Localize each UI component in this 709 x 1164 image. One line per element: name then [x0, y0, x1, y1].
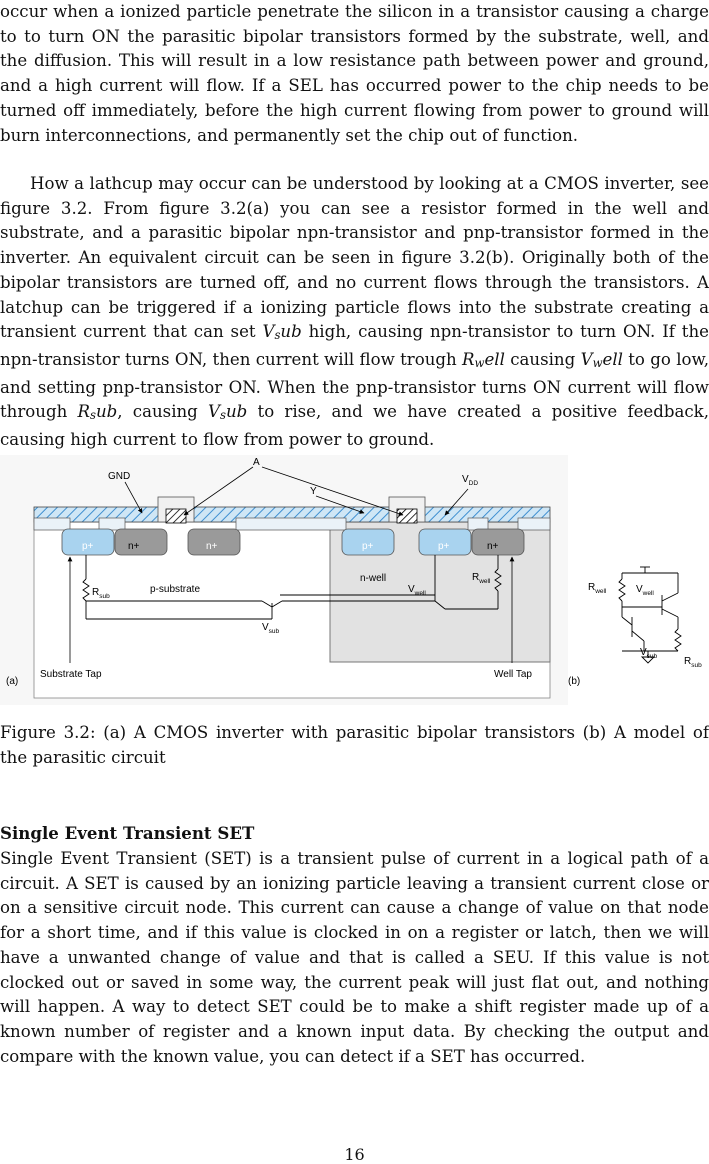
label-well-tap: Well Tap — [494, 669, 532, 680]
label-rsub: Rsub — [92, 587, 110, 600]
var-vwell: Vwell — [580, 349, 623, 370]
diffusion-n-plus — [187, 528, 241, 556]
vdd-pointer — [444, 488, 469, 516]
gnd-pointer — [124, 481, 143, 514]
paragraph-set: Single Event Transient (SET) is a transi… — [0, 849, 709, 1066]
label-b-vsub: Vsub — [640, 647, 658, 660]
parasitic-circuit-b — [618, 566, 682, 664]
label-substrate-tap: Substrate Tap — [40, 669, 102, 680]
var-rsub: Rsub — [77, 402, 118, 423]
label-gnd: GND — [108, 471, 130, 482]
label-b-rsub: Rsub — [684, 656, 702, 669]
label-rwell: Rwell — [472, 572, 491, 585]
a-pointer-left — [183, 466, 254, 516]
paragraph-latchup-intro: occur when a ionized particle penetrate … — [0, 2, 709, 145]
label-b-vwell: Vwell — [636, 584, 654, 597]
text-span: causing — [504, 349, 581, 369]
label-vwell: Vwell — [408, 584, 426, 597]
label-p-substrate: p-substrate — [150, 584, 200, 595]
field-oxide — [33, 517, 71, 531]
text-span: How a lathcup may occur can be understoo… — [0, 174, 709, 342]
field-oxide — [517, 517, 551, 531]
parasitic-circuit-a — [82, 555, 502, 620]
label-b-rwell: Rwell — [588, 582, 607, 595]
var-vsub: Vsub — [208, 402, 248, 423]
field-oxide — [98, 517, 126, 531]
gate-poly-nmos — [165, 508, 187, 524]
var-rwell: Rwell — [462, 349, 505, 370]
var-vsub: Vsub — [262, 322, 302, 343]
label-n-plus: n+ — [128, 541, 140, 552]
field-oxide — [467, 517, 489, 531]
text-span: , causing — [117, 402, 209, 422]
label-n-plus: n+ — [487, 541, 499, 552]
cmos-inverter-figure: p+ n+ n+ p+ p+ n+ GND A Y VDD Rsub p-sub… — [0, 455, 702, 705]
label-a: A — [253, 457, 260, 468]
diffusion-p-plus-sub — [61, 528, 115, 556]
label-panel-a: (a) — [6, 676, 18, 687]
label-p-plus: p+ — [82, 541, 94, 552]
diffusion-p-plus — [418, 528, 472, 556]
paragraph-cmos-latchup: How a lathcup may occur can be understoo… — [0, 172, 709, 453]
y-pointer — [315, 495, 365, 514]
label-panel-b: (b) — [568, 676, 580, 687]
section-title: Single Event Transient SET — [0, 823, 255, 843]
figure-caption: Figure 3.2: (a) A CMOS inverter with par… — [0, 723, 709, 767]
label-n-plus: n+ — [206, 541, 218, 552]
page-number: 16 — [344, 1145, 365, 1164]
label-y: Y — [310, 486, 317, 497]
label-vsub: Vsub — [262, 622, 280, 635]
diffusion-p-plus — [341, 528, 395, 556]
diffusion-n-plus — [114, 528, 168, 556]
label-vdd: VDD — [462, 474, 478, 487]
text-span: to go low, and setting pnp-transistor ON… — [0, 349, 709, 422]
gate-poly-pmos — [396, 508, 418, 524]
a-pointer-right — [261, 466, 404, 516]
field-oxide — [235, 517, 347, 531]
label-n-well: n-well — [360, 573, 386, 584]
text-span: to rise, and we have created a positive … — [0, 402, 709, 450]
label-p-plus: p+ — [362, 541, 374, 552]
label-p-plus: p+ — [438, 541, 450, 552]
text-span: high, causing npn-transistor to turn ON.… — [0, 322, 709, 369]
